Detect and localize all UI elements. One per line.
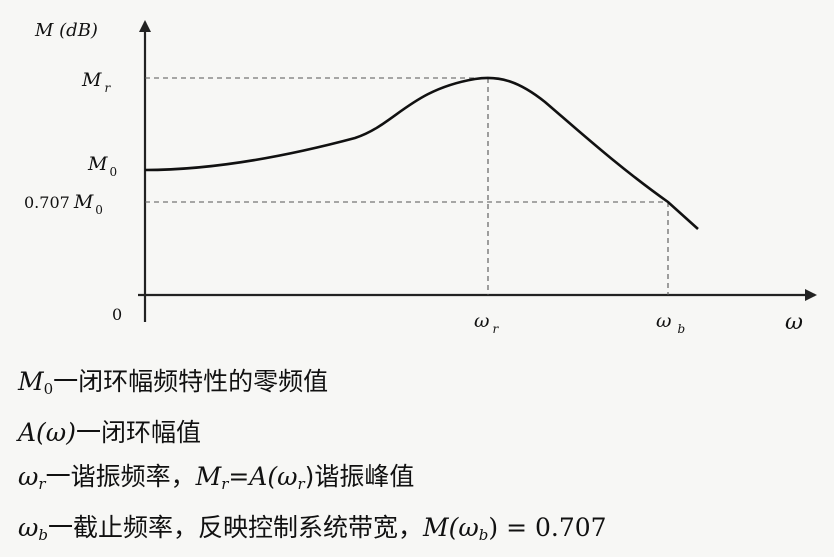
magnitude-curve	[144, 76, 699, 230]
x-axis-label: ω	[785, 310, 803, 335]
legend-omega-b-eq: M(ω	[423, 513, 479, 542]
origin-label: 0	[112, 305, 122, 324]
legend-omega-r-text: 一谐振频率，	[45, 462, 196, 491]
legend-a-omega-text: 一闭环幅值	[75, 418, 201, 447]
legend-omega-b-tail: ) = 0.707	[488, 513, 607, 542]
legend-omega-b-text: 一截止频率，反映控制系统带宽，	[48, 513, 424, 542]
legend-definitions: M0一闭环幅频特性的零频值 A(ω)一闭环幅值 ωr一谐振频率，Mr=A(ωr)…	[18, 360, 828, 557]
legend-row-omega-b: ωb一截止频率，反映控制系统带宽，M(ωb) = 0.707	[18, 513, 607, 544]
legend-m0-text: 一闭环幅频特性的零频值	[53, 367, 329, 396]
legend-omega-r-eq: =A(ω	[228, 462, 298, 491]
legend-row-omega-r: ωr一谐振频率，Mr=A(ωr)谐振峰值	[18, 462, 415, 493]
legend-row-a-omega: A(ω)一闭环幅值	[18, 411, 828, 455]
legend-omega-r-tail: )谐振峰值	[304, 462, 415, 491]
legend-row-m0: M0一闭环幅频特性的零频值	[18, 367, 329, 398]
legend-a-omega-symbol: A(ω)	[18, 418, 76, 447]
y-axis-label: M (dB)	[34, 20, 98, 41]
